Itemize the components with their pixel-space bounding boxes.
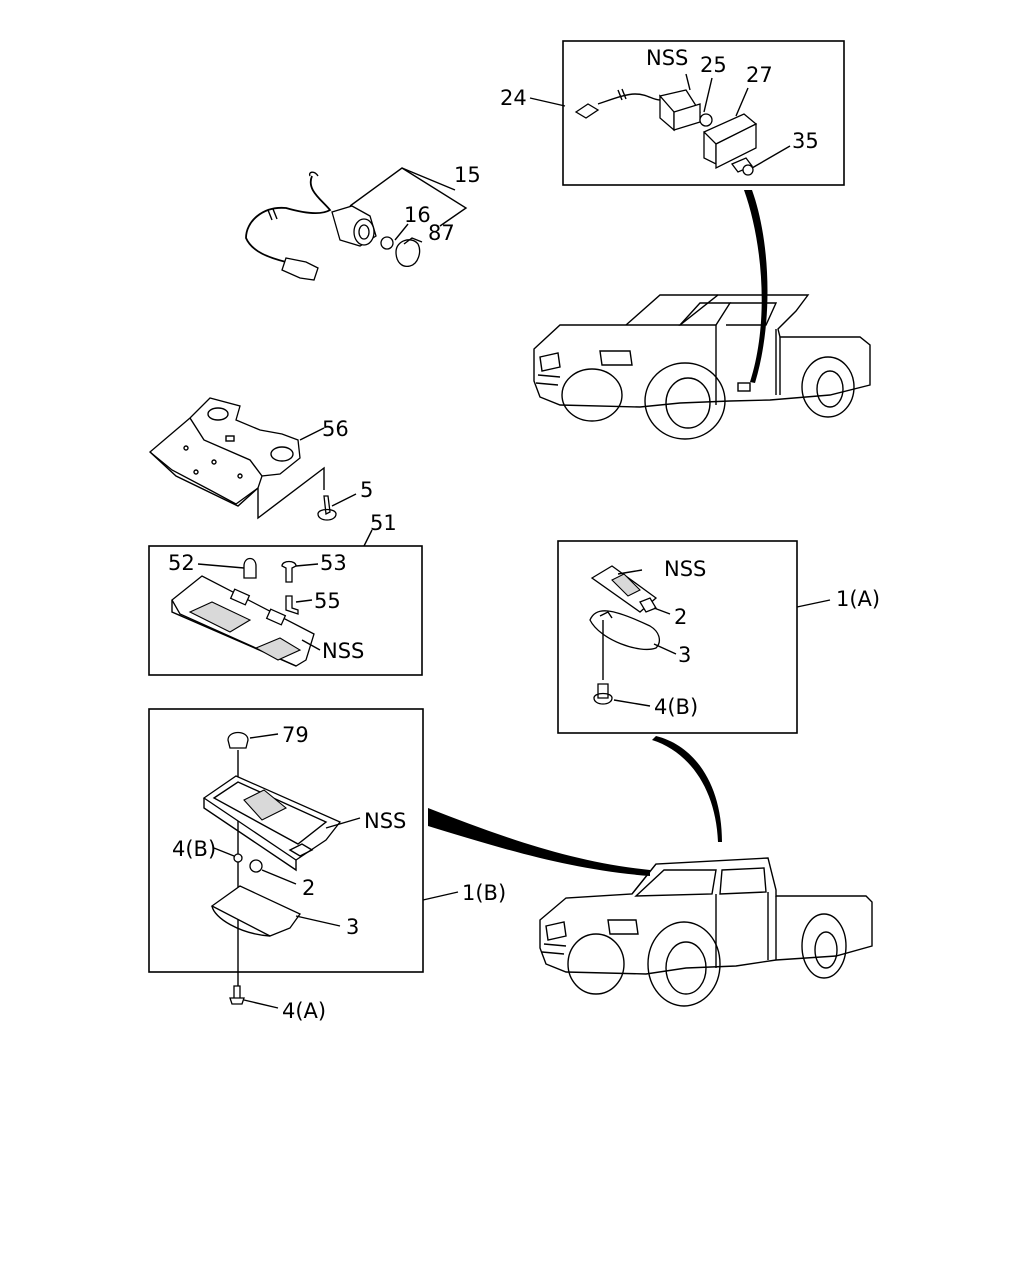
license-lamp-box: [562, 40, 845, 186]
console-lamp-group: 51 52 53 55 NSS: [148, 511, 423, 676]
dome-lamp-b-pointer: [428, 808, 650, 876]
bracket-group: 56 5: [148, 397, 373, 521]
callout-1a: 1(A): [836, 587, 880, 611]
harness-wire: [245, 175, 332, 263]
callout-4b-right: 4(B): [654, 695, 698, 719]
dome-lamp-b-group: 79 NSS 4(B) 2 3 1(B) 4(A): [148, 708, 650, 1023]
license-lamp-screw: [730, 157, 754, 173]
callout-35: 35: [792, 129, 819, 153]
truck-top: [533, 294, 871, 440]
callout-5: 5: [360, 478, 373, 502]
callout-79: 79: [282, 723, 309, 747]
screw-4b-left: [233, 853, 243, 863]
callout-52: 52: [168, 551, 195, 575]
license-lamp-group: 24 NSS 25 27 35: [500, 40, 845, 383]
lens-87: [395, 239, 421, 268]
callout-2-left: 2: [302, 876, 315, 900]
license-lamp-wire: [574, 88, 661, 119]
bracket-56: [148, 397, 301, 505]
dome-lamp-b-lens: [210, 885, 301, 937]
callout-25: 25: [700, 53, 727, 77]
license-lamp-bulb: [699, 113, 713, 127]
callout-16: 16: [404, 203, 431, 227]
screw-53: [281, 560, 297, 583]
callout-56: 56: [322, 417, 349, 441]
screw-5: [317, 495, 337, 521]
bulb-2-right: [639, 597, 657, 613]
screw-4a: [229, 985, 245, 1005]
cap-79: [227, 731, 249, 749]
callout-3-right: 3: [678, 643, 691, 667]
callout-55: 55: [314, 589, 341, 613]
dome-lamp-a-box: [557, 540, 798, 734]
dome-lamp-a-group: NSS 2 3 4(B) 1(A): [557, 540, 880, 842]
callout-15: 15: [454, 163, 481, 187]
license-lamp-pointer: [744, 190, 768, 383]
callout-87: 87: [428, 221, 455, 245]
harness-connector: [281, 257, 319, 281]
callout-2-right: 2: [674, 605, 687, 629]
callout-24: 24: [500, 86, 527, 110]
callout-3-left: 3: [346, 915, 359, 939]
bulb-2-left: [249, 859, 263, 873]
dome-lamp-a-lens: [589, 610, 661, 650]
callout-nss-top: NSS: [646, 46, 688, 70]
dome-lamp-a-pointer: [652, 736, 722, 842]
clip-55: [285, 595, 299, 615]
callout-nss-bottom: NSS: [364, 809, 406, 833]
dome-lamp-b-box: [148, 708, 424, 973]
callout-53: 53: [320, 551, 347, 575]
callout-nss-mid: NSS: [322, 639, 364, 663]
dome-lamp-b-base: [202, 775, 342, 861]
bulb-16: [380, 236, 394, 250]
callout-nss-right: NSS: [664, 557, 706, 581]
callout-4a: 4(A): [282, 999, 326, 1023]
bulb-52: [243, 557, 257, 579]
callout-27: 27: [746, 63, 773, 87]
license-lamp-socket: [658, 89, 702, 132]
screw-4b-right: [593, 683, 613, 705]
truck-bottom: [539, 857, 873, 1007]
harness-group: 15 16 87: [245, 163, 481, 281]
callout-1b: 1(B): [462, 881, 506, 905]
callout-51: 51: [370, 511, 397, 535]
callout-4b-left: 4(B): [172, 837, 216, 861]
console-lamp-box: [148, 545, 423, 676]
